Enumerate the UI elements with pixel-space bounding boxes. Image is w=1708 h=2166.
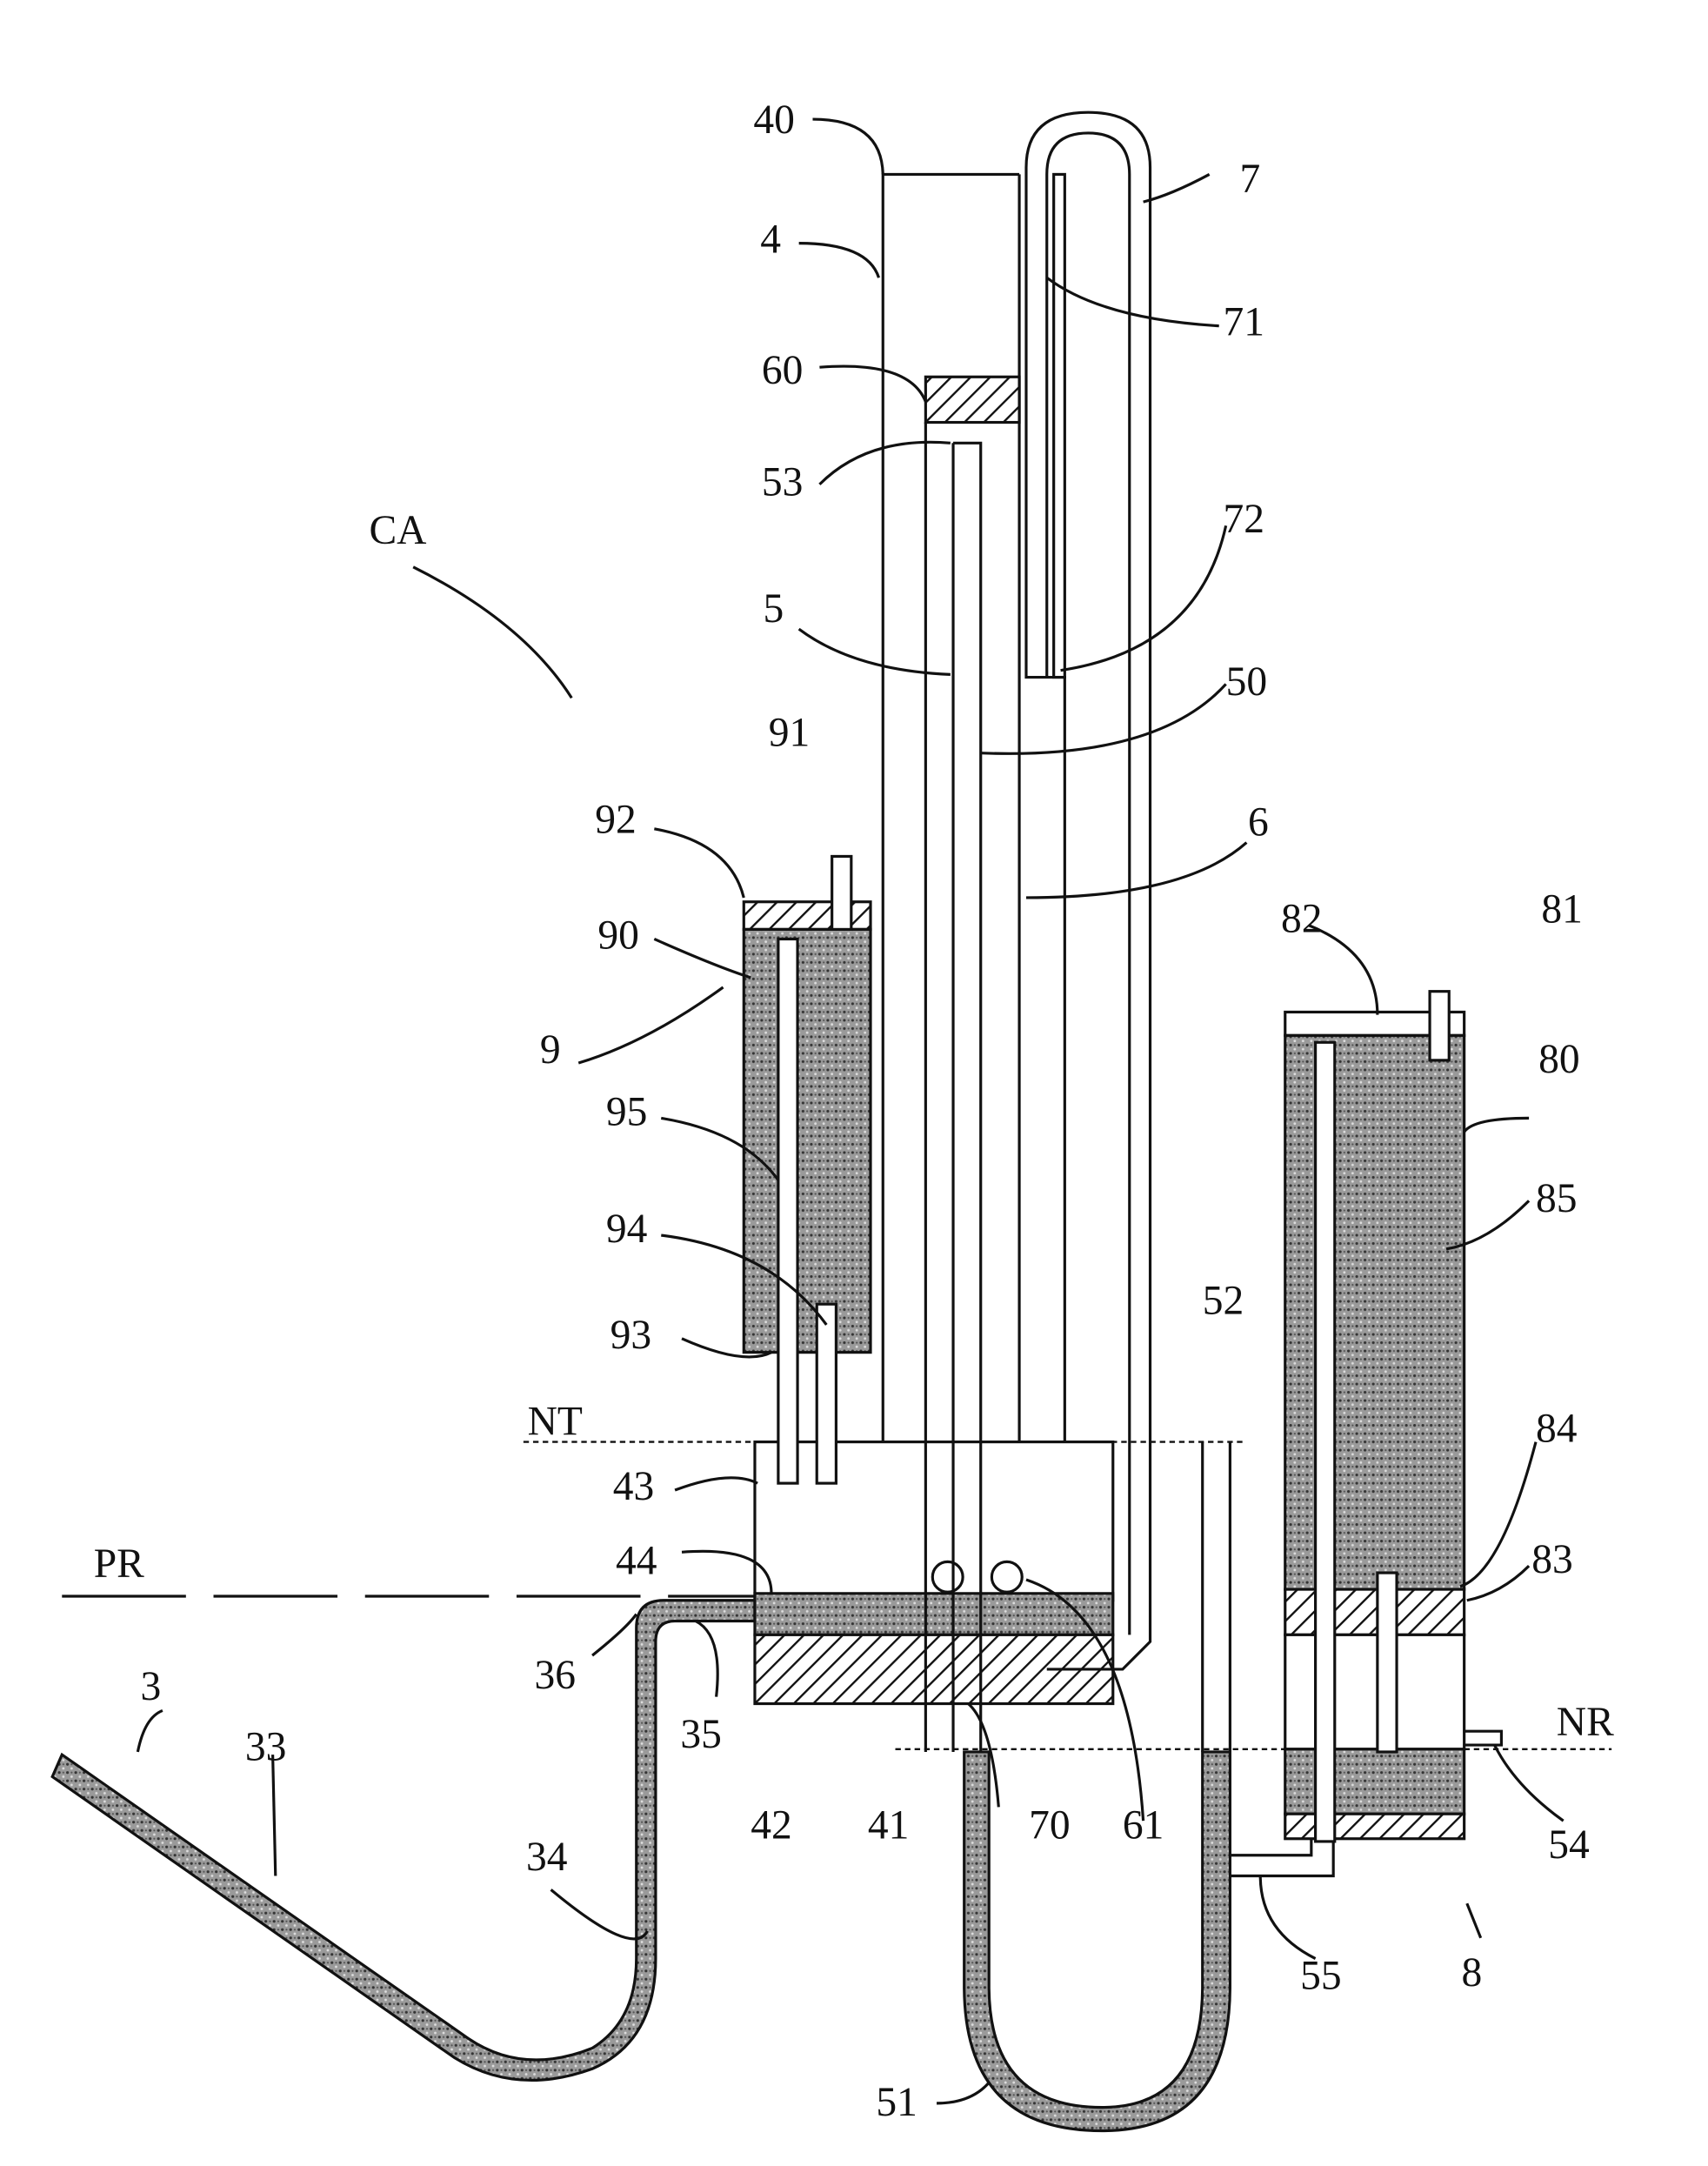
label-4: 4 bbox=[760, 217, 781, 263]
label-55: 55 bbox=[1300, 1953, 1342, 1998]
vent-81 bbox=[1428, 990, 1451, 1062]
label-NR: NR bbox=[1557, 1700, 1614, 1745]
base-8 bbox=[1284, 1812, 1466, 1841]
tube-4 bbox=[881, 172, 1021, 1442]
label-CA: CA bbox=[369, 508, 426, 553]
label-36: 36 bbox=[535, 1653, 577, 1698]
label-3: 3 bbox=[141, 1664, 162, 1709]
label-91: 91 bbox=[769, 711, 811, 756]
label-51: 51 bbox=[876, 2080, 917, 2125]
reservoir-9 bbox=[742, 927, 872, 1354]
label-50: 50 bbox=[1226, 659, 1268, 705]
liquid-44 bbox=[753, 1592, 1115, 1636]
ball-valve-61 bbox=[990, 1560, 1024, 1594]
u-tube-51 bbox=[963, 1750, 1231, 2133]
label-44: 44 bbox=[616, 1539, 657, 1584]
outlet-54 bbox=[1464, 1729, 1504, 1747]
label-5: 5 bbox=[763, 586, 784, 632]
label-90: 90 bbox=[597, 913, 638, 959]
plug-60 bbox=[924, 375, 1021, 425]
label-81: 81 bbox=[1541, 886, 1583, 932]
pipe-3 bbox=[50, 1599, 757, 2082]
label-PR: PR bbox=[94, 1541, 144, 1587]
tube-72 bbox=[1052, 172, 1066, 679]
tube-94 bbox=[815, 1302, 837, 1485]
label-85: 85 bbox=[1536, 1176, 1578, 1221]
label-80: 80 bbox=[1538, 1037, 1580, 1082]
liquid-8 bbox=[1284, 1748, 1466, 1815]
label-7: 7 bbox=[1239, 157, 1260, 202]
tube-5 bbox=[924, 422, 983, 1752]
label-33: 33 bbox=[245, 1724, 286, 1769]
label-34: 34 bbox=[526, 1835, 568, 1880]
reference-labels: 40 7 4 71 60 53 72 CA 5 50 91 6 92 90 82… bbox=[94, 97, 1614, 2125]
label-61: 61 bbox=[1123, 1803, 1164, 1848]
label-95: 95 bbox=[606, 1089, 648, 1134]
label-82: 82 bbox=[1281, 897, 1323, 942]
ball-valve bbox=[931, 1560, 964, 1594]
label-83: 83 bbox=[1531, 1537, 1573, 1582]
label-92: 92 bbox=[595, 798, 637, 843]
label-9: 9 bbox=[540, 1027, 561, 1073]
vent-91 bbox=[831, 854, 853, 931]
chamber-8 bbox=[1284, 1633, 1466, 1751]
label-41: 41 bbox=[868, 1803, 910, 1848]
tube-7 bbox=[1024, 110, 1152, 1671]
leader-lines bbox=[136, 117, 1565, 2105]
label-NT: NT bbox=[528, 1400, 583, 1445]
tube-95 bbox=[777, 937, 799, 1485]
label-43: 43 bbox=[613, 1464, 655, 1509]
label-93: 93 bbox=[610, 1313, 652, 1358]
label-52: 52 bbox=[1203, 1278, 1244, 1323]
tube-71 bbox=[1045, 131, 1131, 1635]
label-8: 8 bbox=[1461, 1950, 1482, 1996]
label-72: 72 bbox=[1223, 497, 1264, 542]
label-42: 42 bbox=[751, 1803, 792, 1848]
label-71: 71 bbox=[1223, 300, 1264, 345]
reservoir-80 bbox=[1284, 1033, 1466, 1591]
label-94: 94 bbox=[606, 1207, 648, 1252]
label-40: 40 bbox=[753, 97, 794, 143]
tube-84 bbox=[1376, 1571, 1398, 1754]
label-70: 70 bbox=[1029, 1803, 1071, 1848]
label-60: 60 bbox=[762, 348, 804, 393]
tube-85 bbox=[1314, 1040, 1337, 1843]
label-35: 35 bbox=[680, 1712, 722, 1757]
label-6: 6 bbox=[1248, 800, 1269, 846]
label-53: 53 bbox=[762, 459, 804, 505]
label-54: 54 bbox=[1548, 1822, 1590, 1868]
plate-83 bbox=[1284, 1588, 1466, 1636]
label-84: 84 bbox=[1536, 1407, 1578, 1452]
